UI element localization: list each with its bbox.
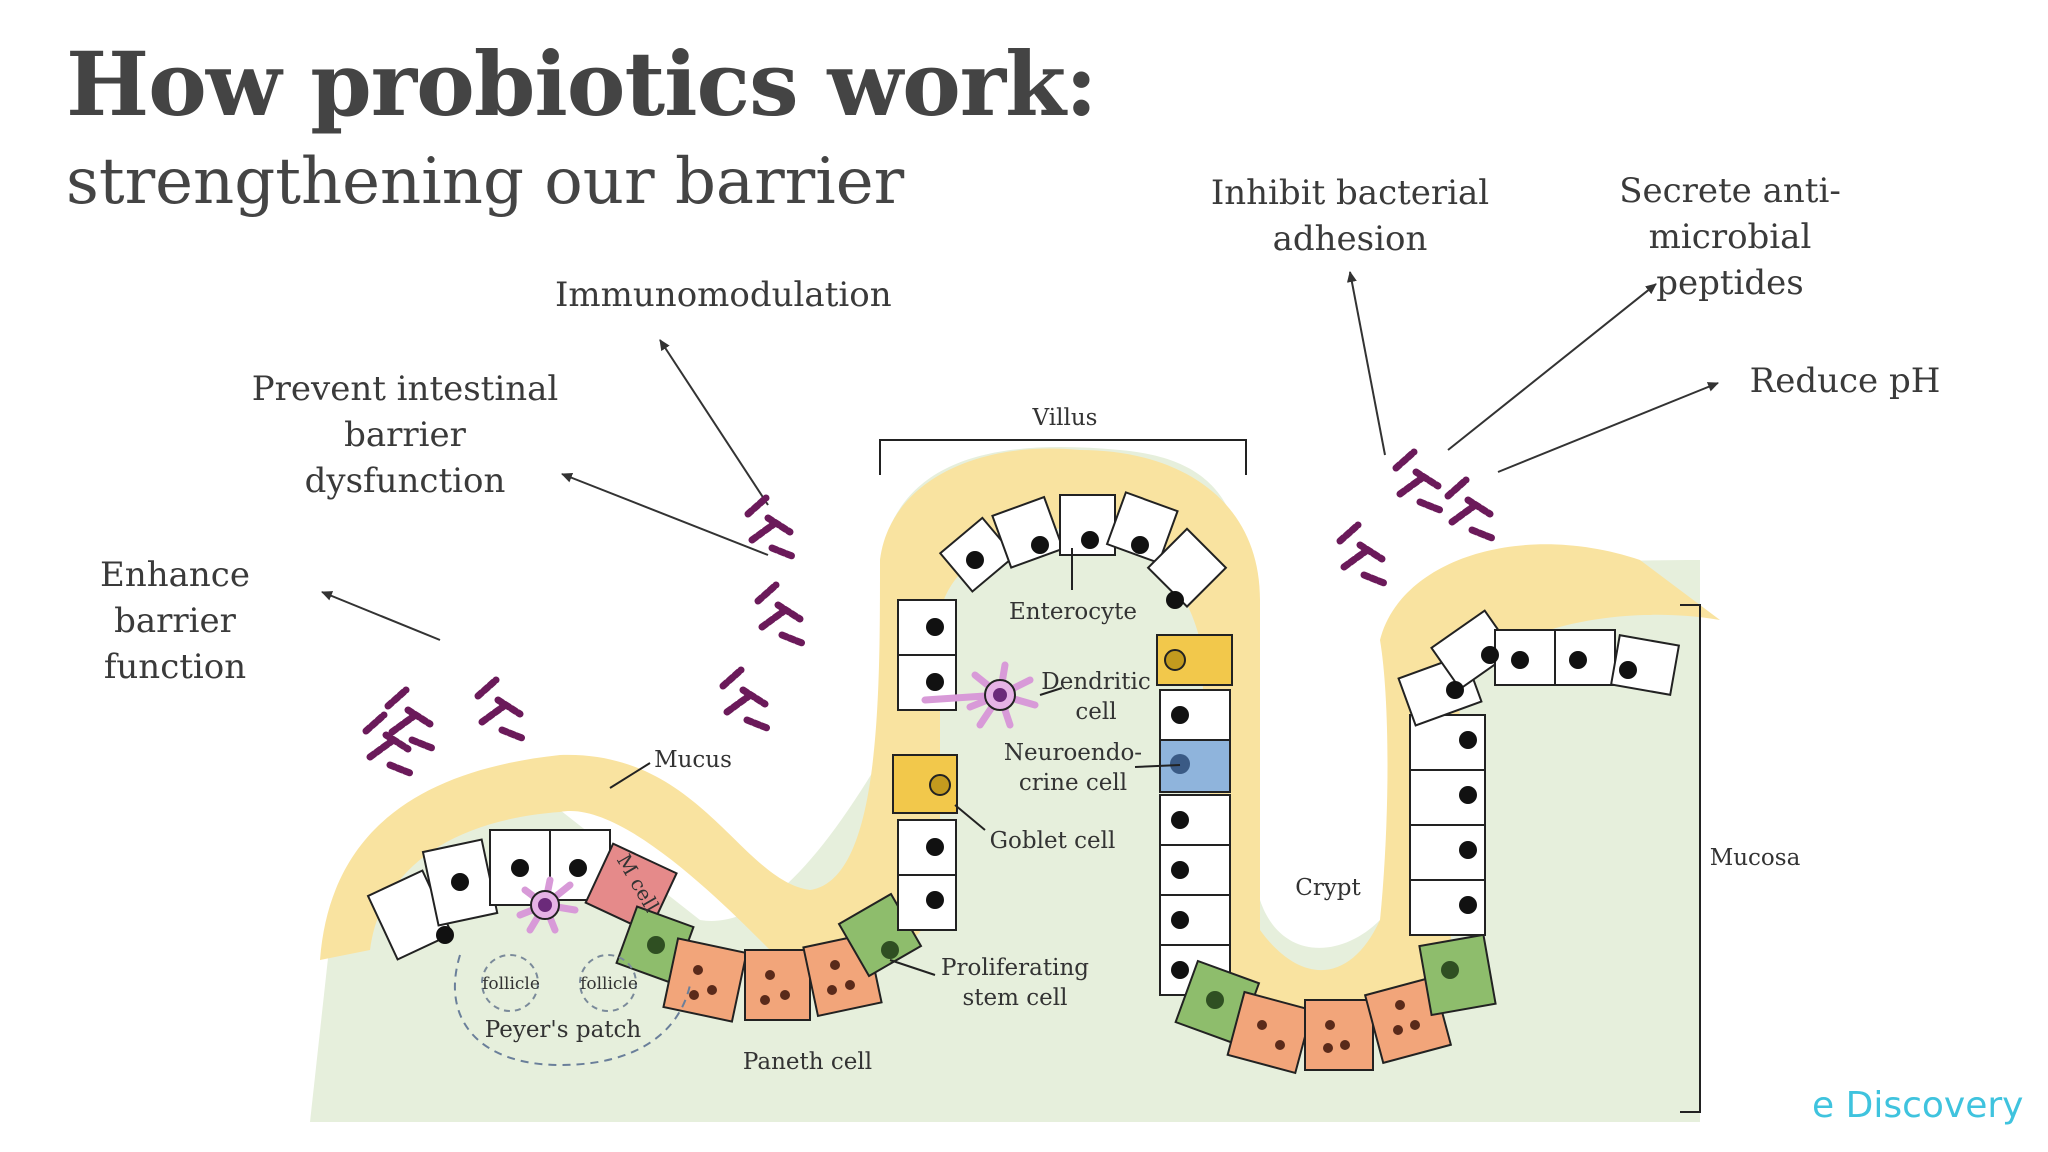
label-villus: Villus xyxy=(1032,405,1098,431)
effect-enhance-barrier: Enhance barrier function xyxy=(100,555,250,687)
effect-immunomodulation: Immunomodulation xyxy=(555,275,892,315)
label-paneth-cell: Paneth cell xyxy=(742,1049,873,1075)
epithelium xyxy=(366,491,1681,1075)
label-follicle-1: follicle xyxy=(482,974,540,994)
effect-inhibit-adhesion: Inhibit bacterial adhesion xyxy=(1210,173,1490,259)
label-peyers-patch: Peyer's patch xyxy=(484,1017,642,1043)
label-follicle-2: follicle xyxy=(580,974,638,994)
label-goblet-cell: Goblet cell xyxy=(989,828,1116,854)
label-enterocyte: Enterocyte xyxy=(1008,599,1138,625)
label-neuroendocrine-cell: Neuroendo- crine cell xyxy=(1003,740,1143,796)
follicle-circle-2 xyxy=(579,954,637,1012)
watermark-logo-text: e Discovery xyxy=(1812,1085,2024,1126)
label-dendritic-cell: Dendritic cell xyxy=(1041,669,1151,725)
effect-arrows xyxy=(321,271,1719,641)
effect-secrete-peptides: Secrete anti- microbial peptides xyxy=(1619,171,1841,303)
effect-prevent-dysfunction: Prevent intestinal barrier dysfunction xyxy=(251,369,559,501)
effect-reduce-ph: Reduce pH xyxy=(1749,361,1941,401)
mucosa-bracket xyxy=(1680,604,1701,1113)
villus-bracket xyxy=(879,439,1247,475)
follicle-circle-1 xyxy=(481,954,539,1012)
label-mucosa: Mucosa xyxy=(1709,845,1801,871)
page-subtitle: strengthening our barrier xyxy=(66,145,905,219)
label-proliferating-stem-cell: Proliferating stem cell xyxy=(941,955,1089,1011)
peyers-patch-outline xyxy=(454,954,691,1067)
label-leaders xyxy=(609,548,1181,976)
label-crypt: Crypt xyxy=(1295,875,1361,901)
label-mucus: Mucus xyxy=(654,747,732,773)
page-title: How probiotics work: xyxy=(66,32,1098,136)
